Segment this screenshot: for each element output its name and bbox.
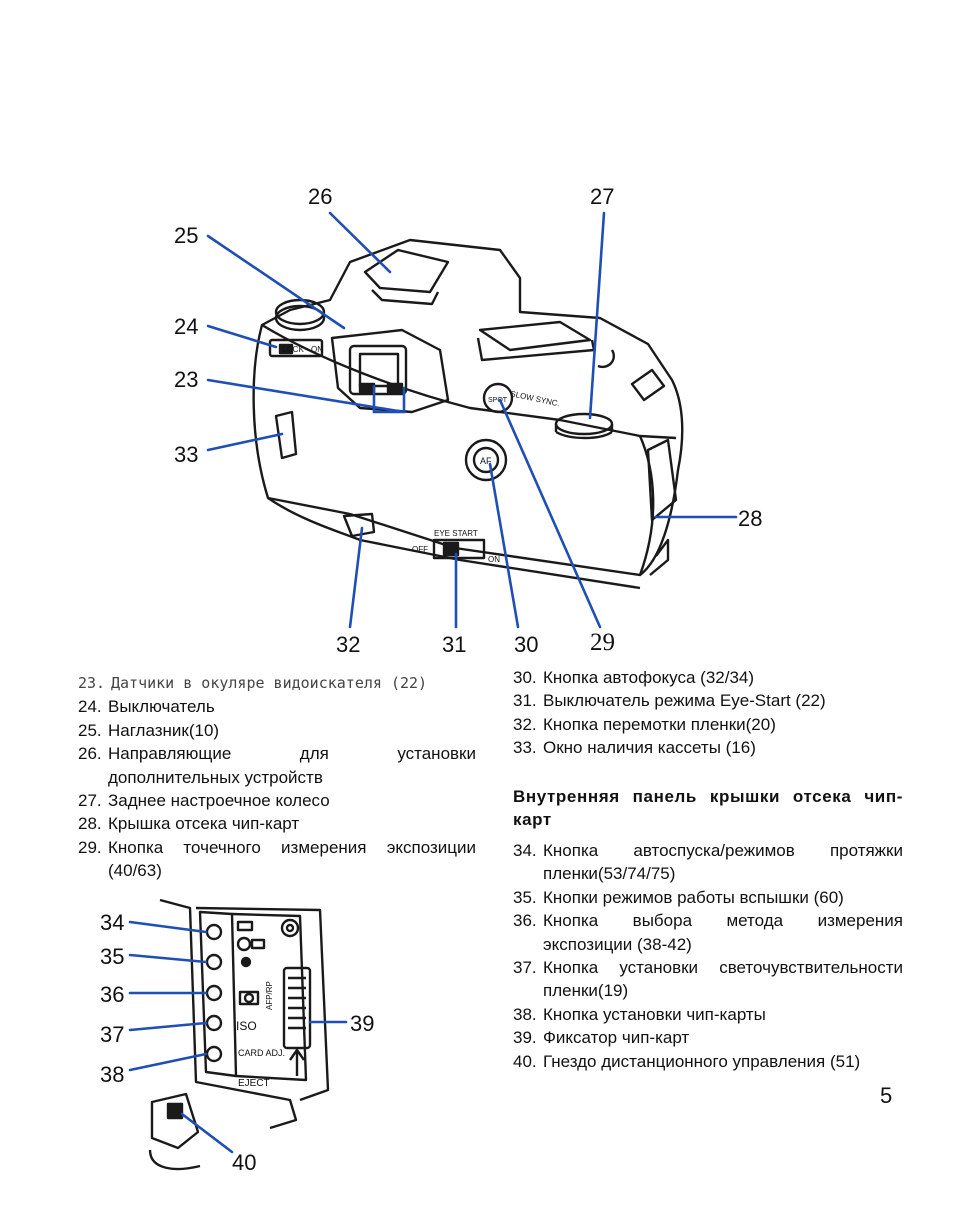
parts-list-left: 23. Датчики в окуляре видоискателя (22) … xyxy=(78,672,476,883)
list-item: 34. Кнопка автоспуска/режимов протяжки п… xyxy=(513,841,903,884)
svg-text:ON: ON xyxy=(488,555,500,564)
callout-24: 24 xyxy=(174,314,199,339)
spot-button xyxy=(482,382,514,414)
section-heading: Внутренняя панель крышки отсека чип-карт xyxy=(513,787,903,829)
list-item: 31. Выключатель режима Eye-Start (22) xyxy=(513,691,826,711)
callout-37: 37 xyxy=(100,1022,125,1047)
list-item: 26. Направляющие для установки дополните… xyxy=(78,744,476,787)
callout-36: 36 xyxy=(100,982,125,1007)
callout-40: 40 xyxy=(232,1150,257,1175)
parts-list-right-top: 30. Кнопка автофокуса (32/34) 31. Выключ… xyxy=(513,666,905,760)
svg-text:ISO: ISO xyxy=(236,1019,257,1033)
svg-text:EYE START: EYE START xyxy=(434,529,478,538)
callout-29: 29 xyxy=(590,629,615,656)
svg-text:EJECT: EJECT xyxy=(238,1078,270,1089)
list-item: 24. Выключатель xyxy=(78,697,215,717)
camera-back-illustration: LOCK • ON SLOW SYNC. SPOT AF EYE START O… xyxy=(206,211,738,629)
list-item: 25. Наглазник(10) xyxy=(78,720,220,740)
callout-26: 26 xyxy=(308,184,333,209)
list-item: 36. Кнопка выбора метода измерения экспо… xyxy=(513,911,903,954)
callout-35: 35 xyxy=(100,944,125,969)
callout-33: 33 xyxy=(174,442,199,467)
card-adj-button xyxy=(205,1045,223,1063)
hot-shoe xyxy=(363,248,450,294)
page-number: 5 xyxy=(880,1083,893,1108)
self-timer-button xyxy=(205,923,223,941)
cassette-window xyxy=(274,410,298,460)
flash-mode-button xyxy=(205,953,223,971)
camera-body xyxy=(252,238,684,577)
svg-text:LOCK • ON: LOCK • ON xyxy=(282,345,323,354)
list-item: 30. Кнопка автофокуса (32/34) xyxy=(513,668,755,687)
card-latch xyxy=(282,966,312,1050)
remote-socket xyxy=(150,1092,200,1150)
callout-28: 28 xyxy=(738,506,763,531)
callout-31: 31 xyxy=(442,632,467,657)
list-item: 27. Заднее настроечное колесо xyxy=(78,791,330,811)
eyepiece-cup xyxy=(330,328,450,414)
parts-list-right-bottom: 34. Кнопка автоспуска/режимов протяжки п… xyxy=(513,839,903,1073)
svg-text:SPOT: SPOT xyxy=(488,397,508,404)
list-item: 23. Датчики в окуляре видоискателя (22) xyxy=(78,674,428,692)
callout-27: 27 xyxy=(590,184,615,209)
callout-38: 38 xyxy=(100,1062,125,1087)
list-item: 32. Кнопка перемотки пленки(20) xyxy=(513,714,776,734)
eye-start-switch xyxy=(432,538,486,560)
af-button xyxy=(464,438,508,482)
svg-text:AFP/RP: AFP/RP xyxy=(265,981,274,1010)
callout-32: 32 xyxy=(336,632,361,657)
svg-text:AF: AF xyxy=(480,456,492,466)
metering-button xyxy=(205,984,223,1002)
list-item: 37. Кнопка установки светочувствительнос… xyxy=(513,958,903,1001)
list-item: 40. Гнездо дистанционного управления (51… xyxy=(513,1051,861,1071)
callout-34: 34 xyxy=(100,910,125,935)
iso-button xyxy=(205,1014,223,1032)
svg-text:OFF: OFF xyxy=(412,545,428,554)
list-item: 28. Крышка отсека чип-карт xyxy=(78,814,300,834)
svg-text:CARD ADJ.: CARD ADJ. xyxy=(238,1048,285,1058)
list-item: 29. Кнопка точечного измерения экспозици… xyxy=(78,837,476,881)
list-item: 38. Кнопка установки чип-карты xyxy=(513,1004,766,1024)
lcd-panel xyxy=(478,320,592,352)
list-item: 35. Кнопки режимов работы вспышки (60) xyxy=(513,887,844,907)
callout-30: 30 xyxy=(514,632,539,657)
callout-23: 23 xyxy=(174,367,199,392)
compartment-door xyxy=(159,898,298,1130)
svg-text:SLOW SYNC.: SLOW SYNC. xyxy=(510,389,561,408)
callout-39: 39 xyxy=(350,1011,375,1036)
list-item: 33. Окно наличия кассеты (16) xyxy=(513,738,756,758)
list-item: 39. Фиксатор чип-карт xyxy=(513,1028,690,1048)
callout-25: 25 xyxy=(174,223,199,248)
